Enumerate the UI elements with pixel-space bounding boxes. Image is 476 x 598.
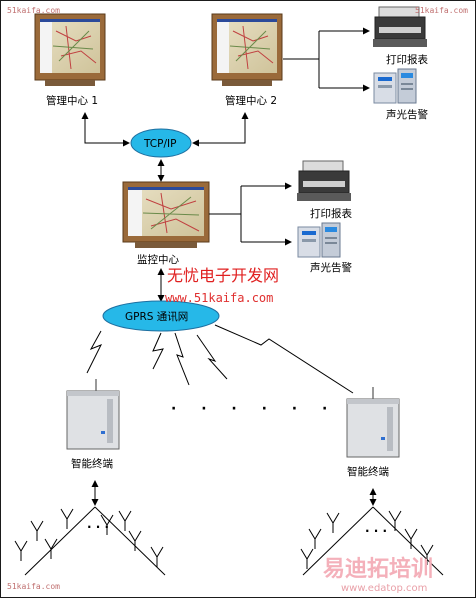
watermark-top-left: 51kaifa.com xyxy=(7,6,60,15)
wireless-link-mid1 xyxy=(152,332,164,370)
watermark-bottom-right-cn: 易迪拓培训 xyxy=(323,556,433,582)
printer-icon-mid xyxy=(297,160,351,201)
link-mgmt2-tcpip xyxy=(192,112,249,147)
alarm-icon-top xyxy=(373,68,417,104)
wireless-link-right xyxy=(214,324,354,394)
wireless-link-mid2 xyxy=(174,332,190,386)
alarm-icon-mid xyxy=(297,222,341,258)
watermark-center-cn: 无忧电子开发网 xyxy=(167,266,279,285)
label-terminal-left: 智能终端 xyxy=(71,457,113,470)
gprs-bubble xyxy=(102,300,220,332)
sensor-tree-right xyxy=(300,506,444,576)
tcpip-bubble xyxy=(130,128,192,158)
link-mgmt1-tcpip xyxy=(81,112,130,147)
watermark-bottom-left: 51kaifa.com xyxy=(7,582,60,591)
label-gprs: GPRS 通讯网 xyxy=(125,310,188,323)
monitor-management-2 xyxy=(211,13,283,86)
terminal-ellipsis: · · · · · · xyxy=(171,401,337,417)
wireless-link-left xyxy=(86,330,103,374)
terminal-icon-left xyxy=(66,379,120,450)
watermark-center-url: www.51kaifa.com xyxy=(165,291,273,305)
terminal-icon-right xyxy=(346,387,400,458)
printer-icon-top xyxy=(373,6,427,47)
label-alarm-mid: 声光告警 xyxy=(310,261,352,274)
watermark-top-right: 51kaifa.com xyxy=(415,6,468,15)
label-monitoring-center: 监控中心 xyxy=(137,253,179,266)
label-management-2: 管理中心 2 xyxy=(225,94,277,107)
label-print-top: 打印报表 xyxy=(386,53,428,66)
label-management-1: 管理中心 1 xyxy=(46,94,98,107)
label-terminal-right: 智能终端 xyxy=(347,465,389,478)
sensor-tree-left xyxy=(14,506,166,576)
monitor-monitoring-center xyxy=(122,181,210,248)
sensor-tree-right-dots: · · · xyxy=(365,524,387,538)
label-alarm-top: 声光告警 xyxy=(386,108,428,121)
monitor-management-1 xyxy=(34,13,106,86)
label-print-mid: 打印报表 xyxy=(310,207,352,220)
wireless-link-mid3 xyxy=(196,334,228,380)
sensor-tree-left-dots: · · · xyxy=(87,520,109,534)
watermark-bottom-right-url: www.edatop.com xyxy=(341,583,427,594)
label-tcpip: TCP/IP xyxy=(143,138,176,150)
